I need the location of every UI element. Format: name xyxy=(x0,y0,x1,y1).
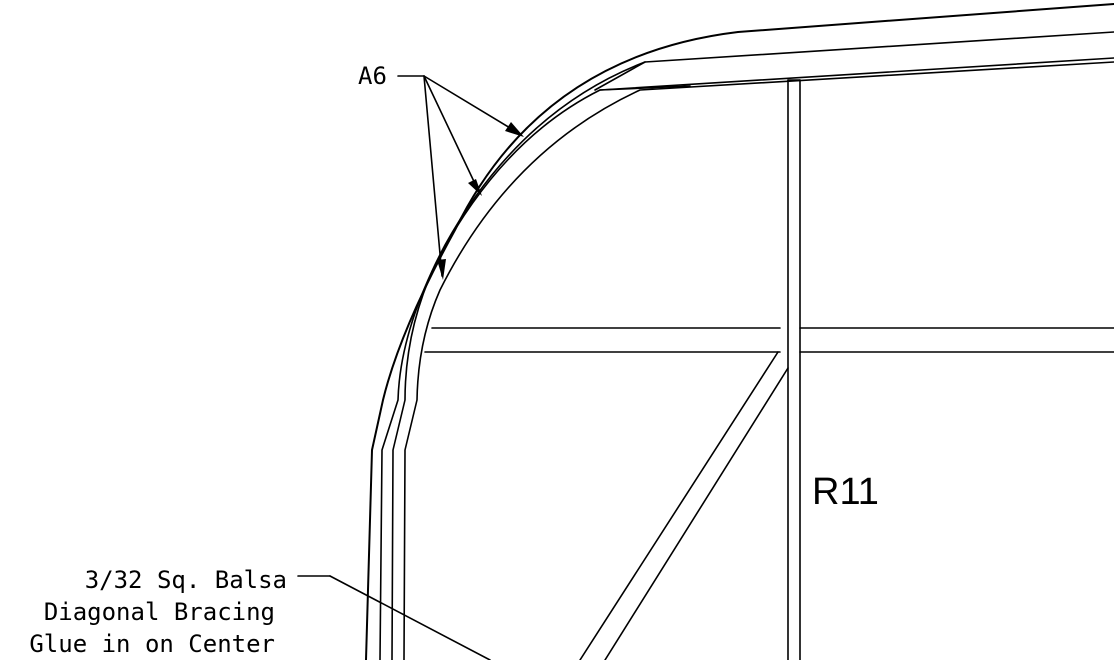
horizontal-crossbar xyxy=(424,327,1114,353)
a6-label: A6 xyxy=(358,62,387,90)
note-line-1: 3/32 Sq. Balsa xyxy=(85,566,287,594)
bracing-note: 3/32 Sq. Balsa Diagonal Bracing Glue in … xyxy=(29,566,491,660)
a6-callout: A6 xyxy=(358,62,524,280)
arrowhead-2 xyxy=(468,179,482,196)
r11-label: R11 xyxy=(812,471,879,513)
note-line-3: Glue in on Center xyxy=(29,630,275,658)
diagonal-brace xyxy=(579,351,789,660)
outer-rim xyxy=(365,3,1114,660)
note-line-2: Diagonal Bracing xyxy=(44,598,275,626)
arrowhead-3 xyxy=(437,259,446,280)
vertical-post xyxy=(787,79,801,660)
arrowhead-1 xyxy=(505,122,524,137)
